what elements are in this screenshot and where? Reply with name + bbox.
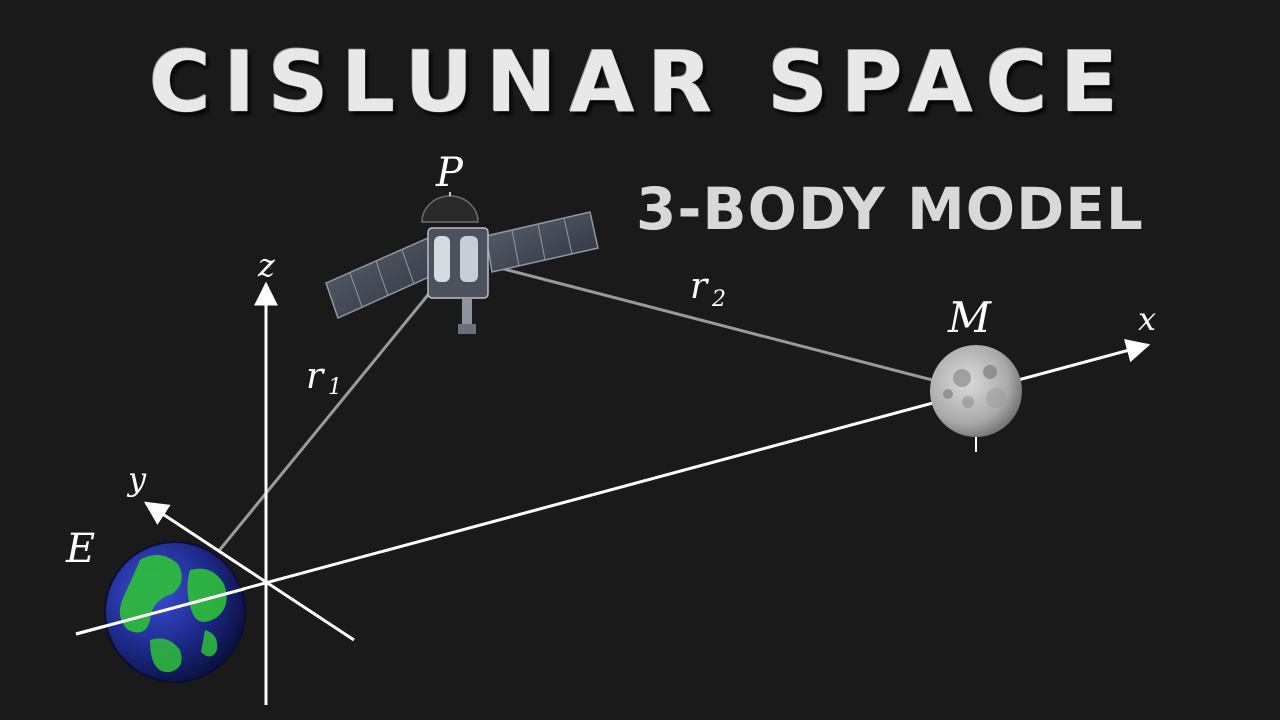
r1-symbol: r [306, 356, 325, 397]
earth-icon [104, 541, 246, 683]
spacecraft-icon [325, 192, 599, 334]
point-e-label: E [65, 526, 95, 572]
point-m-label: M [947, 293, 992, 342]
r2-subscript: 2 [711, 287, 726, 312]
r2-line [499, 266, 941, 384]
page-subtitle: 3-BODY MODEL [636, 175, 1144, 243]
y-axis [143, 501, 355, 642]
point-p-label: P [435, 150, 464, 196]
y-axis-label: y [126, 460, 147, 498]
z-axis-label: z [257, 246, 276, 284]
x-axis-front-segment [75, 587, 245, 636]
moon-icon [930, 345, 1022, 452]
r1-subscript: 1 [328, 375, 342, 400]
r2-label: r 2 [690, 266, 726, 312]
r1-label: r 1 [306, 356, 342, 400]
page-title: CISLUNAR SPACE [149, 33, 1131, 131]
r2-symbol: r [690, 266, 709, 307]
x-axis-label: x [1138, 300, 1156, 338]
r1-line [216, 289, 434, 553]
